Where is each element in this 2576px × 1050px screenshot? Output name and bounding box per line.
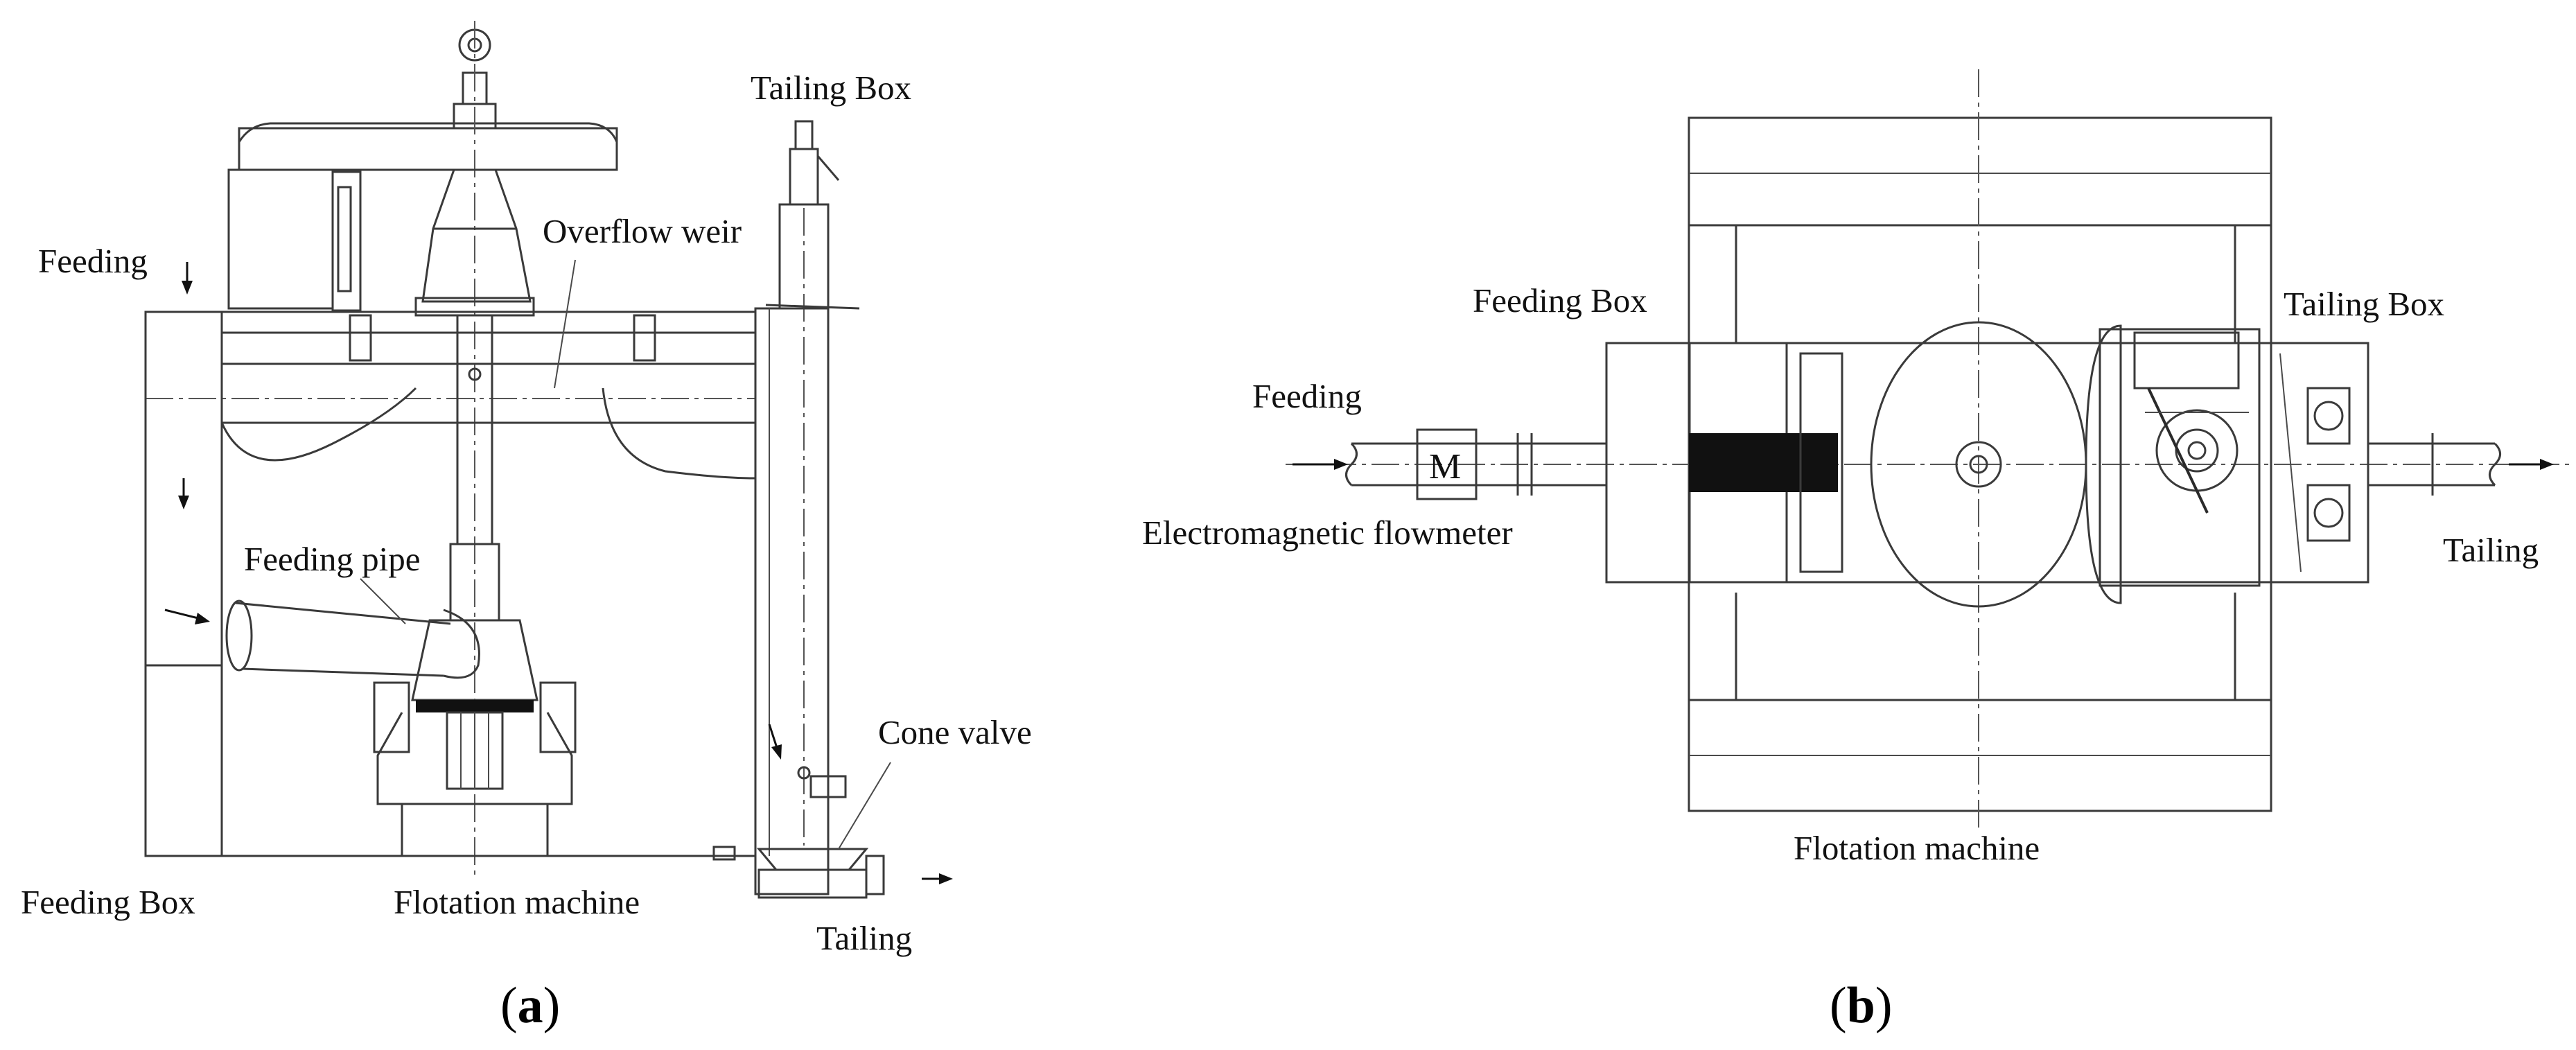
feeding-pipe-arrow	[164, 609, 210, 624]
electromagnetic-flowmeter: M	[1416, 428, 1478, 500]
flowmeter-symbol: M	[1429, 447, 1461, 487]
tailing-box-assembly	[712, 120, 885, 899]
feeding-pipe	[225, 600, 480, 679]
tailing-mechanism-plan	[2133, 331, 2249, 514]
feeding-channel-dark	[1689, 433, 1838, 492]
feeding-arrow-top	[182, 262, 193, 295]
drive-assembly	[227, 21, 618, 880]
label-tailing-box-a: Tailing Box	[751, 69, 911, 107]
overflow-weir-leader	[554, 259, 576, 389]
tailing-outlet-arrow	[922, 873, 953, 884]
label-feeding-box-b: Feeding Box	[1473, 281, 1647, 320]
rotor-housing-plan	[1870, 321, 2261, 608]
caption-b: (b)	[1830, 977, 1892, 1034]
label-tailing-a: Tailing	[816, 919, 912, 957]
label-overflow-weir: Overflow weir	[543, 212, 742, 250]
inlet-pipe	[1345, 433, 1606, 496]
tailing-box-plan	[2270, 342, 2369, 584]
label-tailing-b: Tailing	[2443, 531, 2539, 569]
panel-b-top-view: M Feeding Box Tailing Box Feeding Electr…	[1142, 69, 2571, 1034]
feeding-pipe-leader	[360, 578, 406, 624]
caption-a: (a)	[500, 977, 560, 1034]
feeding-box-plan	[1605, 342, 2271, 584]
label-feeding-b: Feeding	[1252, 377, 1362, 415]
tailing-arrow-plan	[2509, 459, 2554, 470]
label-electromagnetic-flowmeter: Electromagnetic flowmeter	[1142, 514, 1513, 552]
feeding-arrow-plan	[1293, 459, 1348, 470]
label-tailing-box-b: Tailing Box	[2284, 285, 2444, 323]
label-flotation-machine-a: Flotation machine	[394, 883, 640, 921]
shaft-and-rotor	[373, 314, 577, 857]
label-feeding-a: Feeding	[38, 242, 148, 280]
panel-a-side-view: Tailing Box Feeding Overflow weir Feedin…	[21, 21, 1032, 1034]
outlet-pipe	[2368, 433, 2501, 496]
cone-valve-leader	[838, 762, 891, 850]
label-cone-valve: Cone valve	[878, 713, 1032, 751]
label-feeding-box-a: Feeding Box	[21, 883, 195, 921]
tailing-inner-arrow	[768, 724, 782, 760]
label-feeding-pipe: Feeding pipe	[244, 540, 420, 578]
machine-frame-plan	[1286, 69, 2571, 832]
feeding-arrow-inner	[178, 478, 189, 509]
label-flotation-machine-b: Flotation machine	[1794, 829, 2040, 867]
